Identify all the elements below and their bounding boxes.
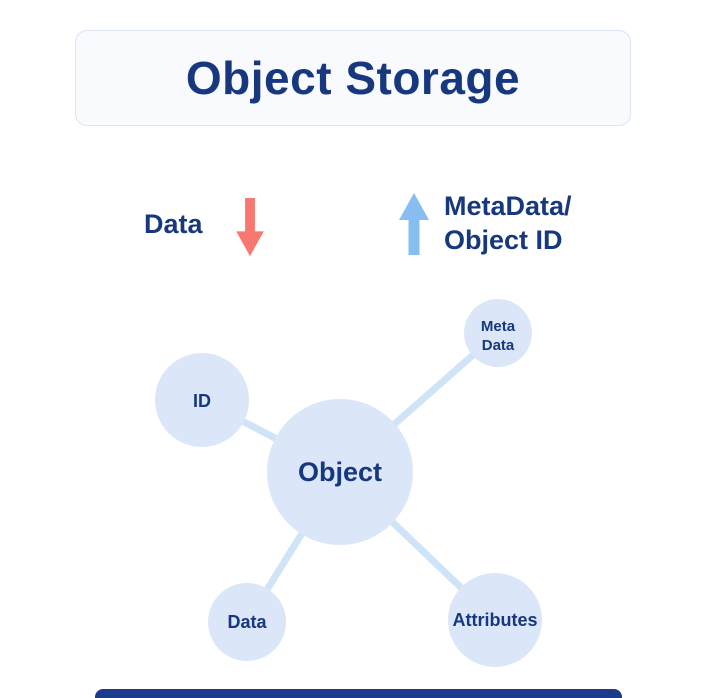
data-down-arrow-icon [236,198,264,257]
legend-metadata-line2: Object ID [444,225,563,255]
page-title: Object Storage [185,52,521,104]
node-data-circle [208,583,286,661]
node-metadata-circle [464,299,532,367]
footer-bar [95,689,622,698]
node-id-circle [155,353,249,447]
node-object-label: Object [298,457,382,487]
node-metadata-label-line2: Data [482,337,515,354]
title-card: Object Storage [75,30,631,126]
node-metadata-label-line1: Meta [481,318,516,335]
legend-metadata-label: MetaData/ Object ID [444,189,572,257]
node-attributes-circle [448,573,542,667]
node-object-circle [267,399,413,545]
legend-metadata-line1: MetaData/ [444,191,572,221]
legend-data-label: Data [144,209,203,239]
metadata-up-arrow-icon [399,193,429,255]
node-data-label: Data [227,612,267,632]
node-id-label: ID [193,391,211,411]
node-attributes-label: Attributes [453,610,538,630]
